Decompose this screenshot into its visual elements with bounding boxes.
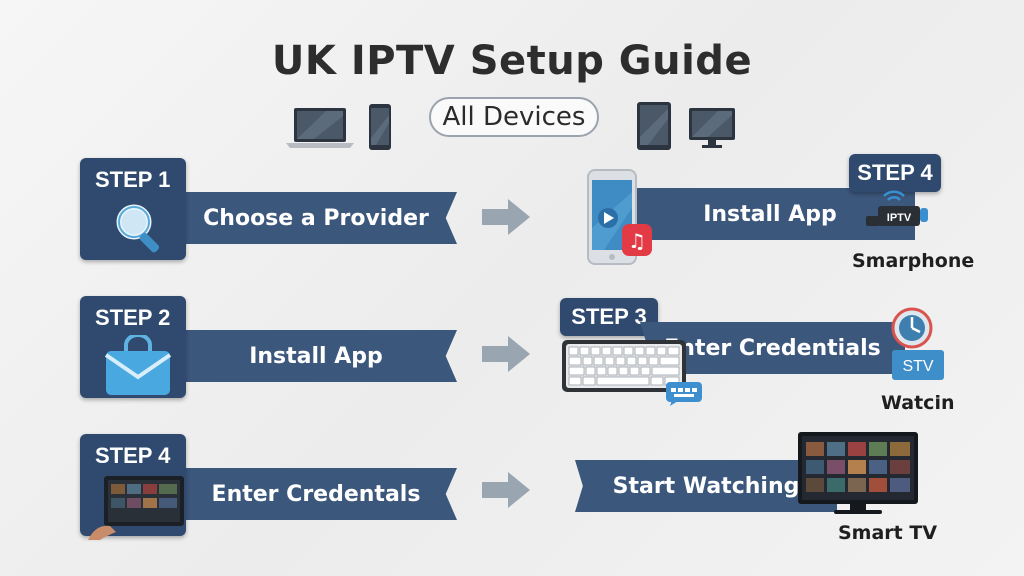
step-4-right-tag: STEP 4	[849, 154, 941, 192]
svg-text:♫: ♫	[628, 229, 646, 253]
smart-tv-icon	[798, 432, 918, 514]
smartphone-icon: ♫	[587, 169, 652, 265]
enter-credentials-text: Enter Credentials	[664, 335, 881, 361]
step-1-banner: Choose a Provider	[175, 192, 457, 244]
step-4-left-banner: Enter Credentals	[175, 468, 457, 520]
shopping-bag-icon	[104, 335, 172, 395]
magnifier-icon	[116, 204, 160, 253]
monitor-icon	[689, 108, 735, 148]
keyboard-icon	[562, 340, 702, 406]
start-watching-text: Start Watching	[612, 473, 800, 499]
step-2-banner: Install App	[175, 330, 457, 382]
arrow-right-2-icon	[482, 336, 530, 372]
smart-tv-caption: Smart TV	[838, 522, 938, 544]
install-app-banner: Install App	[625, 188, 915, 240]
watching-caption: Watcin	[881, 392, 955, 414]
all-devices-pill: All Devices	[429, 97, 599, 137]
laptop-icon	[286, 108, 354, 148]
stv-badge: STV	[902, 358, 933, 375]
arrow-right-1-icon	[482, 199, 530, 235]
smartphone-caption: Smarphone	[852, 250, 975, 272]
step-2-text: Install App	[249, 343, 383, 369]
step-2-label: STEP 2	[95, 305, 171, 330]
arrow-right-3-icon	[482, 472, 530, 508]
step-4-left-text: Enter Credentals	[211, 481, 421, 507]
iptv-badge: IPTV	[887, 212, 912, 224]
tablet-icon	[637, 102, 671, 150]
step-4-left-label: STEP 4	[95, 443, 171, 468]
stv-dial-icon: STV	[891, 307, 944, 380]
iptv-box-icon: IPTV	[866, 190, 928, 226]
install-app-text: Install App	[703, 201, 837, 227]
step-3-tag: STEP 3	[560, 298, 658, 336]
page-title: UK IPTV Setup Guide	[271, 38, 753, 84]
phone-icon	[369, 104, 391, 150]
tablet-icon	[88, 476, 184, 540]
start-watching-banner: Start Watching	[575, 460, 837, 512]
step-1-text: Choose a Provider	[203, 205, 429, 231]
step-1-label: STEP 1	[95, 167, 171, 192]
